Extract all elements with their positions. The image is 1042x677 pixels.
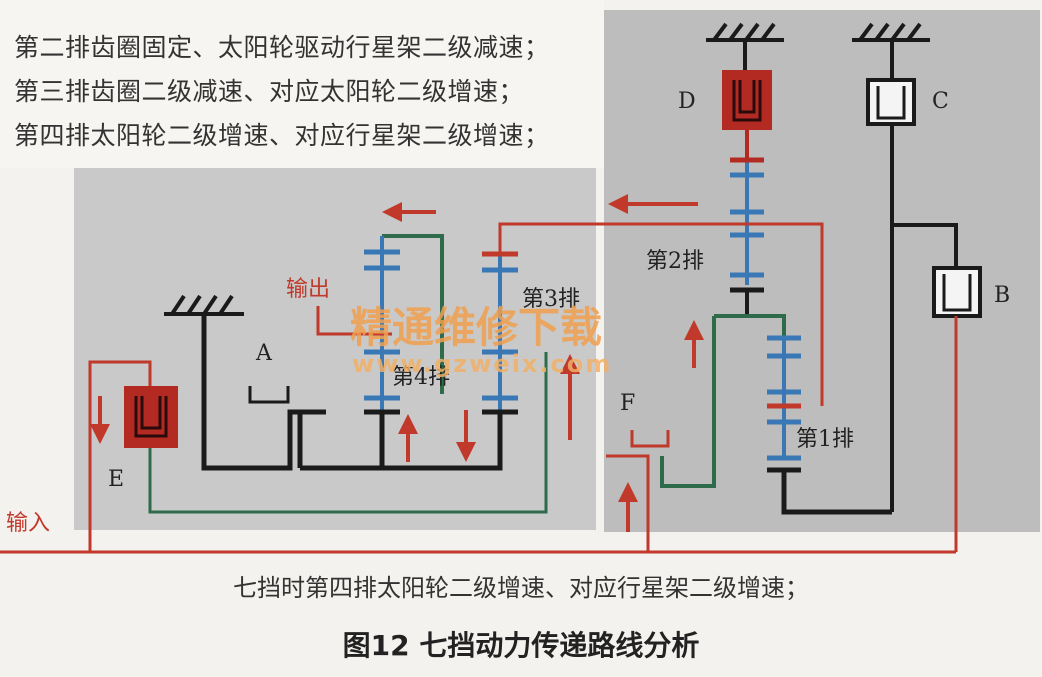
- label-d: D: [678, 89, 696, 114]
- clutch-a: [248, 386, 290, 404]
- label-output: 输出: [286, 277, 330, 302]
- label-row-1: 第1排: [796, 427, 854, 452]
- row-1-gearset: [714, 314, 892, 515]
- ground-symbol-d: [706, 22, 784, 42]
- top-text-band: [0, 0, 604, 168]
- row-3-4-gearset: [364, 234, 518, 415]
- label-f: F: [620, 391, 635, 416]
- label-c: C: [932, 89, 949, 114]
- green-shaft-f: [660, 316, 716, 488]
- brake-b: [892, 223, 982, 552]
- clutch-d: [722, 40, 772, 158]
- ground-symbol-c: [852, 22, 930, 42]
- label-input: 输入: [6, 511, 50, 536]
- black-shaft-carrier: [297, 412, 503, 471]
- output-shaft: [316, 306, 392, 336]
- note-line-1: 第二排齿圈固定、太阳轮驱动行星架二级减速；: [14, 33, 550, 62]
- label-b: B: [994, 283, 1010, 308]
- arrows-right-panel: [608, 194, 704, 532]
- ground-symbol-left: [164, 294, 244, 316]
- figure-caption: 图12 七挡动力传递路线分析: [342, 629, 700, 662]
- label-a: A: [255, 341, 273, 366]
- label-row-2: 第2排: [646, 249, 704, 274]
- brake-c: [866, 40, 916, 512]
- watermark-url: www.gzweix.com: [352, 350, 612, 378]
- label-row-4: 第4排: [392, 365, 450, 390]
- clutch-e: [124, 352, 548, 514]
- arrows-left-panel: [90, 202, 580, 462]
- label-e: E: [108, 467, 124, 492]
- watermark-text: 精通维修下载: [350, 303, 602, 352]
- clutch-f: [606, 430, 670, 552]
- note-line-3: 第四排太阳轮二级增速、对应行星架二级增速；: [14, 121, 550, 150]
- input-branch-e: [88, 360, 152, 552]
- bottom-note: 七挡时第四排太阳轮二级增速、对应行星架二级增速；: [233, 574, 809, 602]
- label-row-3: 第3排: [522, 287, 580, 312]
- row-2-gearset: [730, 157, 764, 316]
- black-shaft-left: [201, 314, 326, 471]
- red-link-row1-row3: [498, 222, 824, 406]
- note-line-2: 第三排齿圈二级减速、对应太阳轮二级增速；: [14, 77, 525, 106]
